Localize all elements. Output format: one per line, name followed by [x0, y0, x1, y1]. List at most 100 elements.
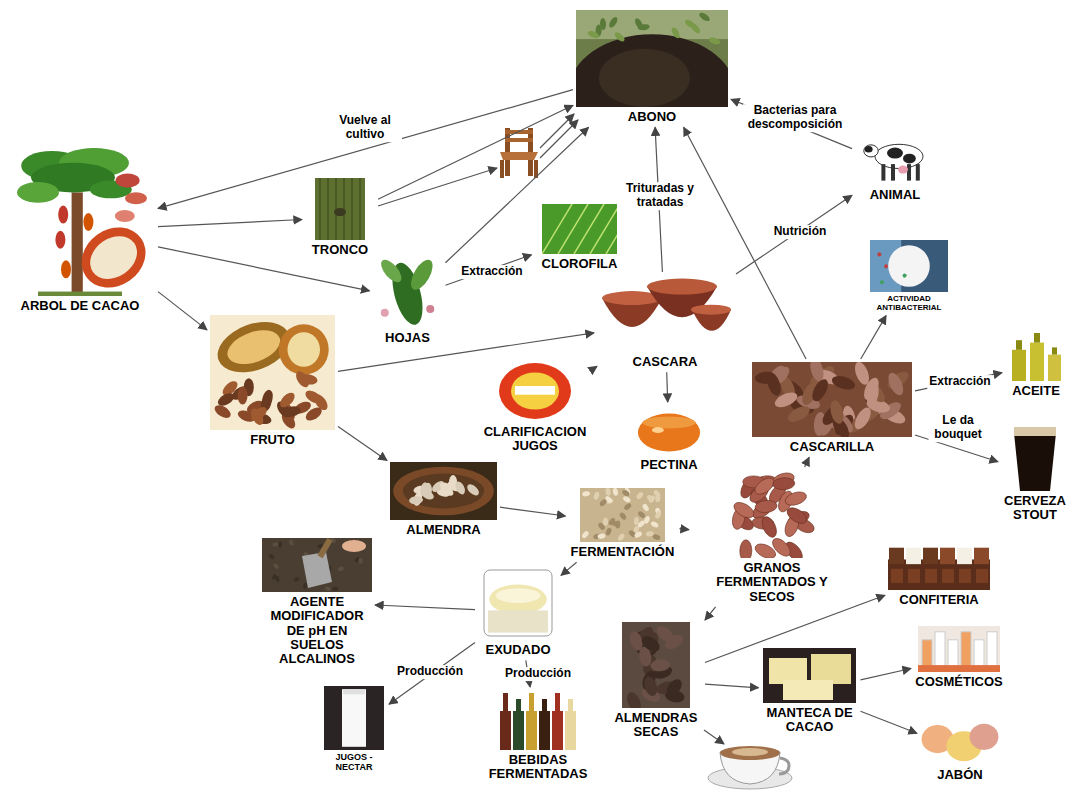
flow-arrow: [915, 373, 1002, 391]
flow-arrow: [338, 333, 594, 372]
illustration-part: [317, 538, 332, 558]
illustration-part: [752, 362, 912, 437]
illustration-part: [542, 204, 617, 254]
illustration-part: [334, 208, 346, 216]
illustration-part: [359, 558, 363, 564]
illustration-part: [925, 569, 937, 583]
illustration-part: [82, 227, 145, 287]
illustration-part: [783, 680, 833, 700]
illustration-part: [898, 166, 908, 174]
illustration-part: [652, 427, 664, 433]
illustration-part: [613, 31, 626, 43]
illustration-part: [639, 633, 662, 654]
product-node: ARBOL DE CACAO: [5, 148, 155, 313]
illustration-part: [608, 16, 620, 29]
product-node: BEBIDAS FERMENTADAS: [483, 690, 593, 782]
illustration-part: [654, 623, 677, 645]
flow-arrow: [158, 220, 302, 227]
flow-arrow: [861, 316, 886, 359]
flow-arrow: [861, 669, 912, 680]
illustration-part: [438, 481, 454, 495]
illustration-part: [1016, 340, 1022, 350]
node-label: CASCARA: [597, 355, 733, 369]
illustration-part: [606, 204, 617, 254]
product-node: PECTINA: [629, 405, 709, 472]
illustration-part: [852, 405, 874, 432]
edge-label: Bacterias para descomposición: [743, 104, 847, 132]
coffee-cup-illustration: [708, 746, 792, 789]
illustration-part: [811, 654, 851, 684]
illustration-part: [976, 569, 988, 583]
node-label: CLARIFICACION JUGOS: [476, 425, 594, 454]
node-label: ARBOL DE CACAO: [5, 299, 155, 313]
illustration-part: [865, 146, 873, 153]
product-picture: [632, 405, 706, 455]
illustration-part: [877, 252, 883, 258]
product-node: CASCARA: [597, 275, 733, 369]
illustration-part: [210, 315, 335, 430]
illustration-part: [558, 204, 588, 254]
illustration-part: [889, 548, 904, 564]
illustration-part: [1030, 343, 1044, 381]
product-picture: [1008, 333, 1064, 381]
illustration-part: [299, 373, 319, 386]
product-picture: [10, 148, 150, 296]
chair-illustration: [500, 128, 538, 178]
node-label: ABONO: [576, 110, 728, 124]
illustration-part: [324, 686, 384, 750]
product-node: JABÓN: [920, 718, 1000, 782]
illustration-part: [279, 324, 329, 375]
illustration-part: [262, 538, 372, 592]
illustration-part: [426, 305, 434, 313]
illustration-part: [698, 11, 711, 23]
product-picture: [542, 204, 617, 254]
product-picture: [888, 543, 990, 590]
illustration-part: [637, 23, 650, 30]
illustration-part: [503, 693, 508, 711]
product-node: ALMENDRAS SECAS: [610, 622, 702, 740]
edge-label: Extracción: [927, 375, 992, 389]
product-picture: [495, 360, 575, 422]
illustration-part: [752, 362, 912, 437]
illustration-part: [58, 206, 68, 224]
illustration-part: [303, 388, 324, 406]
illustration-part: [478, 566, 558, 640]
product-node: EXUDADO: [478, 566, 558, 657]
flow-arrow: [705, 684, 759, 688]
illustration-part: [891, 569, 903, 583]
illustration-part: [830, 374, 856, 392]
illustration-part: [621, 489, 630, 498]
illustration-part: [500, 711, 511, 750]
illustration-part: [885, 371, 906, 398]
product-picture: [918, 626, 1000, 672]
illustration-part: [327, 178, 329, 240]
illustration-part: [273, 563, 280, 570]
illustration-part: [248, 406, 265, 427]
illustration-part: [974, 548, 989, 564]
illustration-part: [918, 665, 1000, 672]
product-node: CASCARILLA: [752, 362, 912, 454]
chair-leg: [500, 160, 504, 178]
illustration-part: [923, 548, 938, 564]
illustration-part: [337, 566, 344, 572]
illustration-part: [542, 204, 572, 254]
product-node: ABONO: [576, 10, 728, 124]
illustration-part: [599, 498, 608, 507]
illustration-part: [642, 417, 695, 429]
flow-arrow: [805, 457, 810, 467]
product-node: COSMÉTICOS: [914, 626, 1004, 689]
product-picture: [1008, 425, 1062, 491]
illustration-part: [605, 488, 611, 496]
product-picture: [855, 130, 935, 185]
illustration-part: [622, 622, 690, 708]
illustration-part: [654, 510, 662, 519]
product-node: MANTECA DE CACAO: [762, 648, 858, 735]
flow-arrow: [500, 507, 566, 516]
node-label: HOJAS: [373, 331, 443, 345]
flow-arrow: [736, 195, 852, 274]
illustration-part: [324, 586, 331, 591]
illustration-part: [615, 520, 620, 528]
node-label: GRANOS FERMENTADOS Y SECOS: [692, 561, 852, 604]
illustration-part: [920, 718, 1000, 765]
